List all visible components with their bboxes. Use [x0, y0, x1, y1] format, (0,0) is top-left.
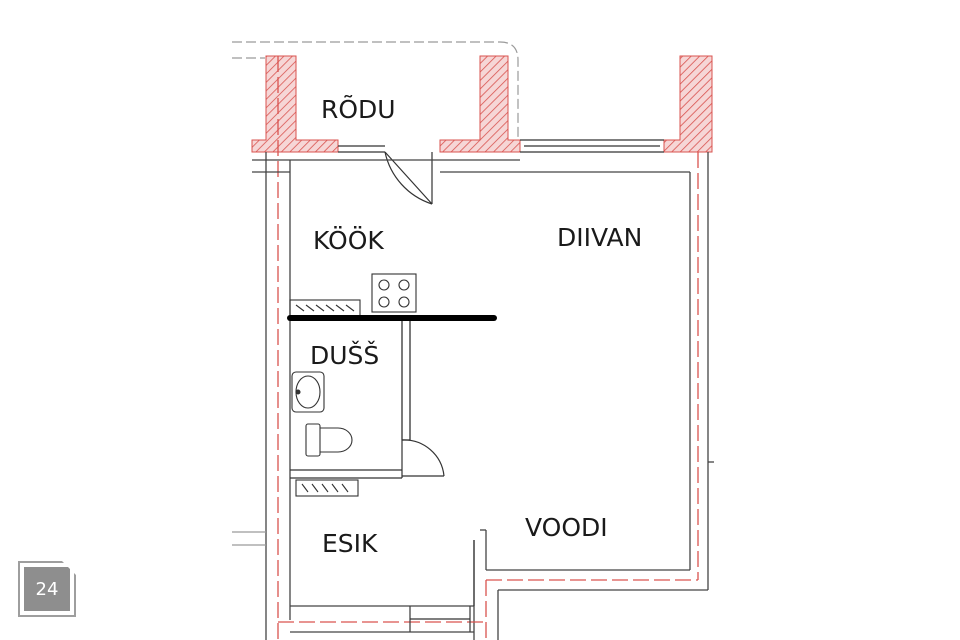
bathroom-door [401, 439, 445, 478]
toilet-icon [305, 423, 353, 457]
room-label-duss: DUŠŠ [310, 340, 379, 370]
hatched-walls [251, 55, 713, 153]
room-label-kook: KÖÖK [313, 226, 384, 255]
page-badge: 24 [18, 561, 76, 617]
kitchen-counter [289, 299, 361, 317]
page-badge-fold [62, 561, 76, 575]
stove-icon [371, 273, 417, 313]
exterior-walls [232, 56, 714, 640]
bathroom-walls [290, 318, 411, 479]
room-label-voodi: VOODI [525, 513, 608, 542]
entrance-door [410, 540, 475, 620]
room-label-esik: ESIK [322, 529, 378, 558]
balcony-window [338, 139, 664, 153]
radiator [295, 479, 359, 497]
room-labels: RÕDU KÖÖK DIIVAN DUŠŠ ESIK VOODI [310, 94, 642, 558]
room-label-rodu: RÕDU [321, 94, 396, 124]
balcony-outline [232, 41, 519, 140]
room-label-diivan: DIIVAN [557, 223, 642, 252]
sink-icon [291, 371, 325, 413]
